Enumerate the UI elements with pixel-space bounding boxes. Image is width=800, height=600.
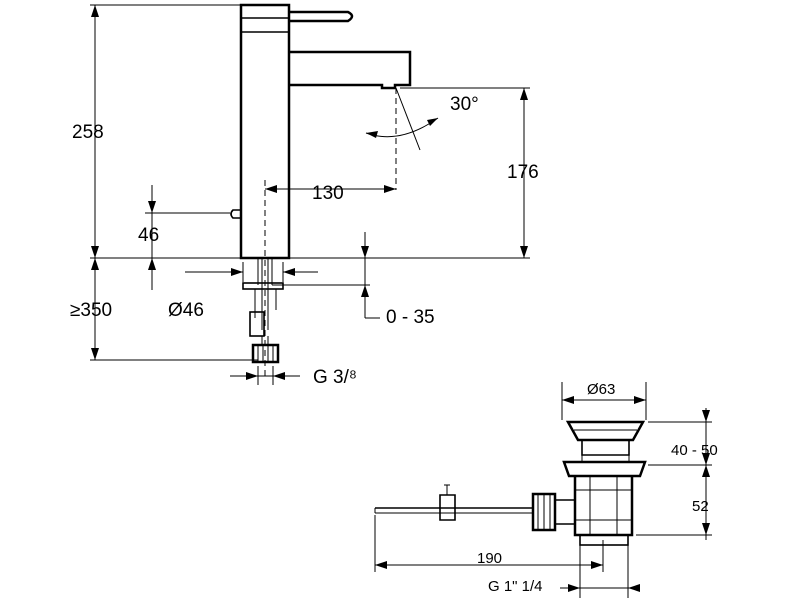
label-head-diameter: Ø63 [587,381,615,398]
label-faucet-thread: G 3/⁸ [313,367,357,388]
label-lever-offset: 46 [138,225,159,246]
label-deck-thickness: 0 - 35 [386,307,435,328]
rod-connector-nut [531,492,557,532]
label-clearance: ≥350 [70,300,112,321]
label-height-total: 258 [72,122,104,143]
pop-up-knob [230,209,241,219]
hose-connector [251,343,280,364]
label-waste-thread: G 1" 1/4 [488,578,543,595]
waste-drawing: Ø63 40 - 50 52 190 G 1" 1/4 [374,381,718,598]
label-body-height: 52 [692,498,709,515]
label-rod-length: 190 [477,550,502,567]
faucet-drawing: 258 130 176 30° 46 ≥350 Ø46 0 - 35 G 3/⁸ [70,3,539,388]
rod-clip [439,494,456,521]
label-head-height: 40 - 50 [671,442,718,459]
label-base-diameter: Ø46 [168,300,204,321]
label-spout-reach: 130 [312,183,344,204]
spout [289,50,412,90]
label-spout-height: 176 [507,162,539,183]
drain-head [565,420,646,442]
drain-collar [562,460,647,478]
lever-handle [289,10,354,23]
mounting-flange [242,282,284,290]
drain-body [573,476,634,537]
label-rotation-angle: 30° [450,94,479,115]
